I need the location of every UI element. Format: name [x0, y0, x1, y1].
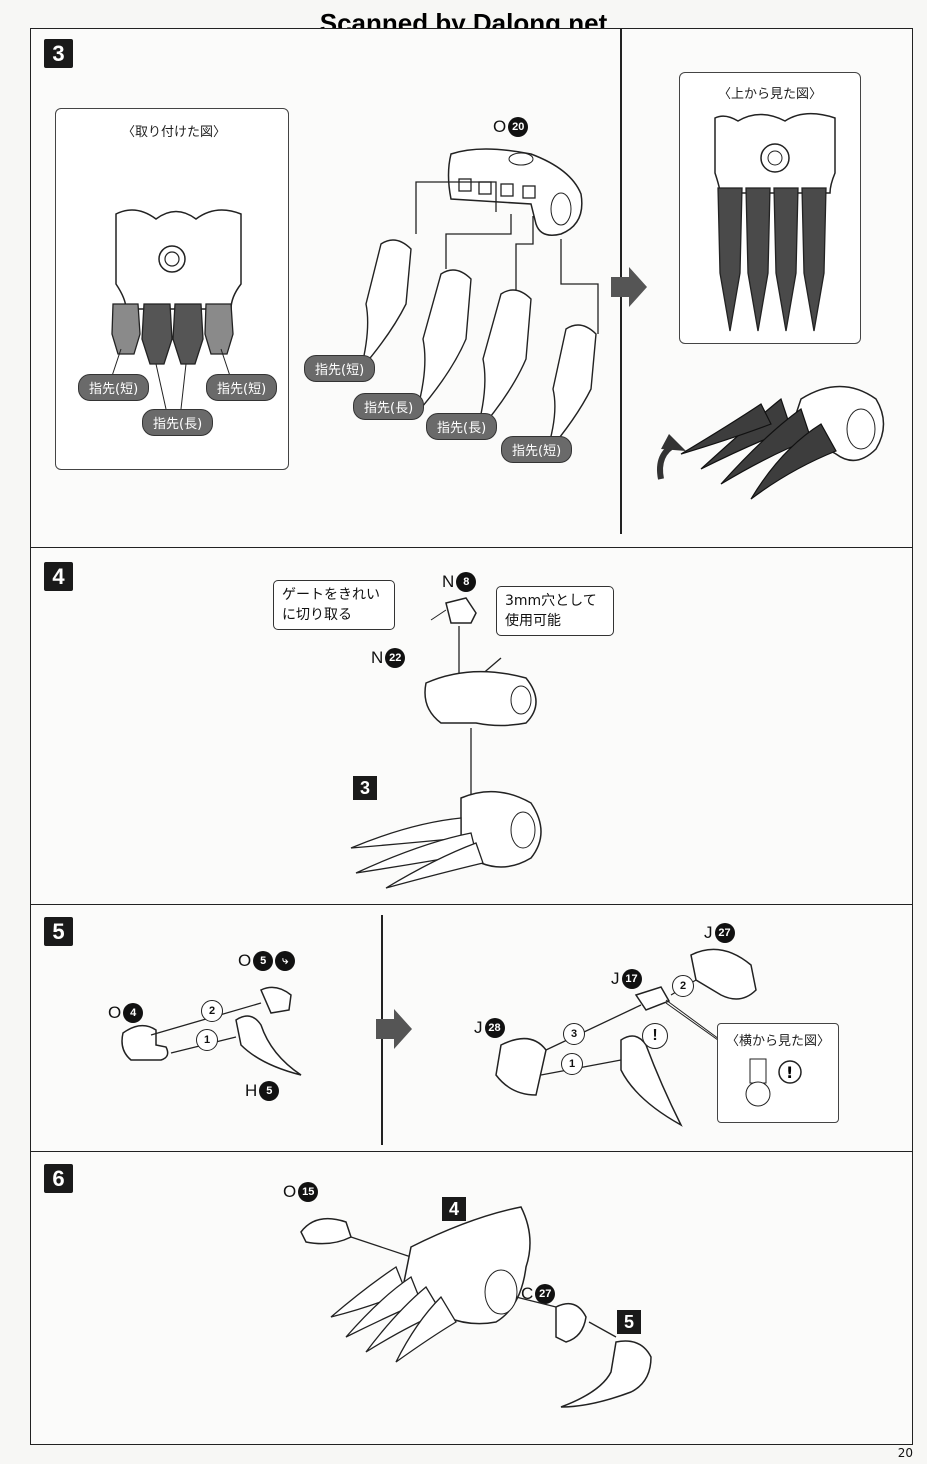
label-fingertip-short-right: 指先(短) [206, 374, 278, 401]
claw-label-long-1: 指先(長) [353, 393, 425, 420]
order-mark-3-right: 3 [563, 1023, 585, 1045]
top-view-illustration [714, 112, 836, 332]
attached-view-illustration [110, 209, 242, 410]
pin-mark-icon: ⤷ [275, 951, 296, 971]
step-4-illustration [350, 597, 542, 889]
note-3mm-hole-line1: 3mm穴として [505, 593, 597, 609]
claw-label-short-1: 指先(短) [304, 355, 376, 382]
page-number: 20 [897, 1446, 913, 1460]
order-mark-1-right: 1 [561, 1053, 583, 1075]
step-6-number: 6 [44, 1164, 73, 1193]
claw-label-short-2: 指先(短) [501, 436, 573, 463]
step-4-number: 4 [44, 562, 73, 591]
label-fingertip-short-left: 指先(短) [78, 374, 150, 401]
claw-exploded-illustration [360, 148, 599, 455]
step-3-number: 3 [44, 39, 73, 68]
side-view-illustration: ! [745, 1058, 802, 1107]
step-3-reference: 3 [353, 776, 377, 800]
top-view-inset: 〈上から見た図〉 [679, 72, 861, 344]
order-mark-2-left: 2 [201, 1000, 223, 1022]
order-mark-2-right: 2 [672, 975, 694, 997]
note-cut-gate-line2: に切り取る [282, 607, 352, 623]
side-view-title: 〈横から見た図〉 [726, 1034, 831, 1049]
order-mark-1-left: 1 [196, 1029, 218, 1051]
claw-label-long-2: 指先(長) [426, 413, 498, 440]
step-5-left-illustration [121, 986, 302, 1076]
note-3mm-hole: 3mm穴として 使用可能 [496, 586, 614, 636]
side-view-inset: 〈横から見た図〉 ! [717, 1023, 839, 1123]
label-fingertip-long-center: 指先(長) [142, 409, 214, 436]
note-3mm-hole-line2: 使用可能 [505, 613, 561, 629]
attached-view-inset: 〈取り付けた図〉 指先(短) 指先(長) 指先(短) [55, 108, 289, 470]
warning-mark: ! [642, 1023, 668, 1049]
step-5-right-illustration [495, 948, 762, 1127]
note-cut-gate-line1: ゲートをきれい [282, 587, 380, 603]
attached-view-title: 〈取り付けた図〉 [122, 125, 227, 140]
top-view-title: 〈上から見た図〉 [718, 87, 823, 102]
right-arrow-icon [611, 267, 647, 307]
right-arrow-icon-step5 [376, 1009, 412, 1049]
step-5-reference: 5 [617, 1310, 641, 1334]
svg-text:!: ! [786, 1063, 793, 1082]
step-5-number: 5 [44, 917, 73, 946]
note-cut-gate: ゲートをきれい に切り取る [273, 580, 395, 630]
step-6-illustration [300, 1206, 652, 1408]
assembled-claw-illustration [657, 385, 885, 500]
step-4-reference: 4 [442, 1197, 466, 1221]
